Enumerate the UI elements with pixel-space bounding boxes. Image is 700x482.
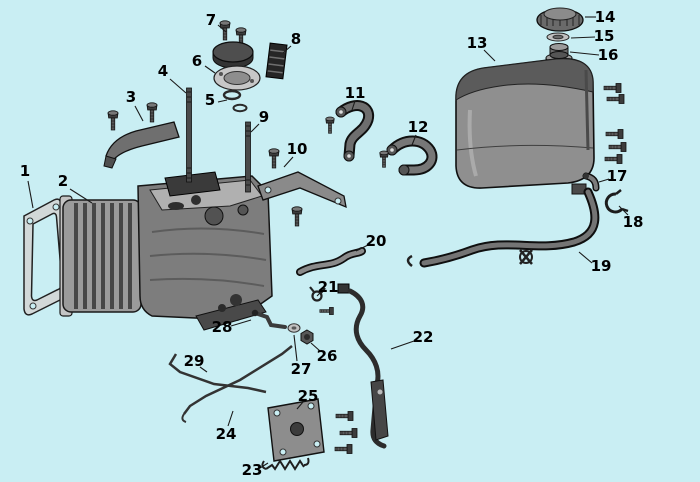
leader-line-6: [204, 65, 216, 74]
fuel-hose: [406, 187, 600, 268]
short-stud: [245, 121, 251, 193]
part-callout-12: 12: [408, 118, 429, 136]
leader-line-21: [316, 290, 323, 297]
leader-line-29: [199, 366, 208, 373]
spring-clamp: [309, 286, 334, 315]
leader-line-13: [483, 49, 496, 62]
leader-line-25: [296, 401, 304, 410]
plate-bolts: [334, 411, 358, 454]
part-callout-27: 27: [291, 360, 312, 378]
flat-washer: [287, 323, 301, 333]
leader-line-12: [411, 134, 417, 146]
leader-line-19: [578, 251, 593, 264]
part-callout-23: 23: [242, 461, 263, 479]
leader-line-4: [169, 78, 187, 94]
leader-line-27: [293, 334, 298, 362]
cylinder-block: [59, 171, 273, 331]
leader-line-17: [598, 178, 610, 183]
tank-bolts: [603, 83, 627, 164]
part-callout-10: 10: [287, 140, 308, 158]
vent-grid: [265, 42, 288, 80]
fuel-elbow: [582, 172, 600, 192]
part-callout-26: 26: [317, 347, 338, 365]
control-bracket: [337, 283, 389, 449]
leader-line-3: [134, 105, 144, 122]
leader-line-5: [217, 99, 228, 103]
leader-line-23: [259, 462, 269, 469]
breather-cover: [212, 41, 261, 91]
part-callout-4: 4: [158, 62, 168, 80]
part-callout-20: 20: [366, 232, 387, 250]
part-callout-21: 21: [318, 278, 339, 296]
breather-tube: [296, 247, 366, 276]
cap-washer: [546, 32, 570, 42]
part-callout-13: 13: [467, 34, 488, 52]
part-callout-2: 2: [58, 172, 68, 190]
part-callout-16: 16: [598, 46, 619, 64]
leader-line-11: [351, 100, 356, 111]
mounting-bracket: [257, 148, 347, 227]
muffler-bracket: [103, 102, 180, 169]
part-callout-18: 18: [623, 213, 644, 231]
governor-rod: [168, 353, 267, 394]
leader-line-28: [230, 319, 252, 327]
leader-line-26: [310, 342, 321, 352]
choke-lever: [251, 309, 287, 329]
leader-line-15: [570, 36, 596, 39]
control-plate: [267, 398, 325, 462]
hose-clamp: [519, 249, 533, 265]
part-callout-5: 5: [205, 91, 215, 109]
throttle-rod: [181, 345, 293, 423]
leader-line-10: [283, 156, 294, 168]
part-callout-6: 6: [192, 52, 202, 70]
part-callout-25: 25: [298, 387, 319, 405]
part-callout-15: 15: [594, 27, 615, 45]
curved-bracket-lower: [379, 135, 438, 176]
hose-clip: [604, 189, 629, 214]
fuel-tank: [455, 53, 595, 195]
leader-line-24: [227, 410, 234, 427]
part-callout-22: 22: [413, 328, 434, 346]
leader-line-22: [390, 340, 415, 350]
leader-line-7: [217, 24, 227, 33]
part-callout-8: 8: [291, 30, 301, 48]
leader-line-1: [27, 180, 34, 209]
leader-line-9: [250, 123, 260, 133]
curved-bracket-upper: [325, 100, 375, 162]
leader-line-20: [355, 244, 369, 252]
part-callout-9: 9: [259, 108, 269, 126]
leader-line-8: [282, 45, 292, 54]
leader-line-2: [69, 188, 93, 204]
filler-screen: [549, 43, 569, 59]
part-callout-3: 3: [126, 88, 136, 106]
part-callout-11: 11: [345, 84, 366, 102]
callout-layer: 1234567891011121314151617181920212223242…: [20, 8, 644, 479]
part-callout-19: 19: [591, 257, 612, 275]
fuel-cap: [536, 7, 584, 32]
part-callout-28: 28: [212, 318, 233, 336]
hex-nut: [300, 329, 314, 345]
o-rings: [222, 89, 248, 113]
long-stud: [186, 87, 192, 183]
leader-line-16: [569, 51, 600, 56]
part-callout-14: 14: [595, 8, 616, 26]
part-callout-29: 29: [184, 352, 205, 370]
part-callout-1: 1: [20, 162, 30, 180]
part-callout-17: 17: [607, 167, 628, 185]
leader-line-18: [618, 205, 629, 216]
part-callout-7: 7: [206, 11, 216, 29]
part-callout-24: 24: [216, 425, 237, 443]
